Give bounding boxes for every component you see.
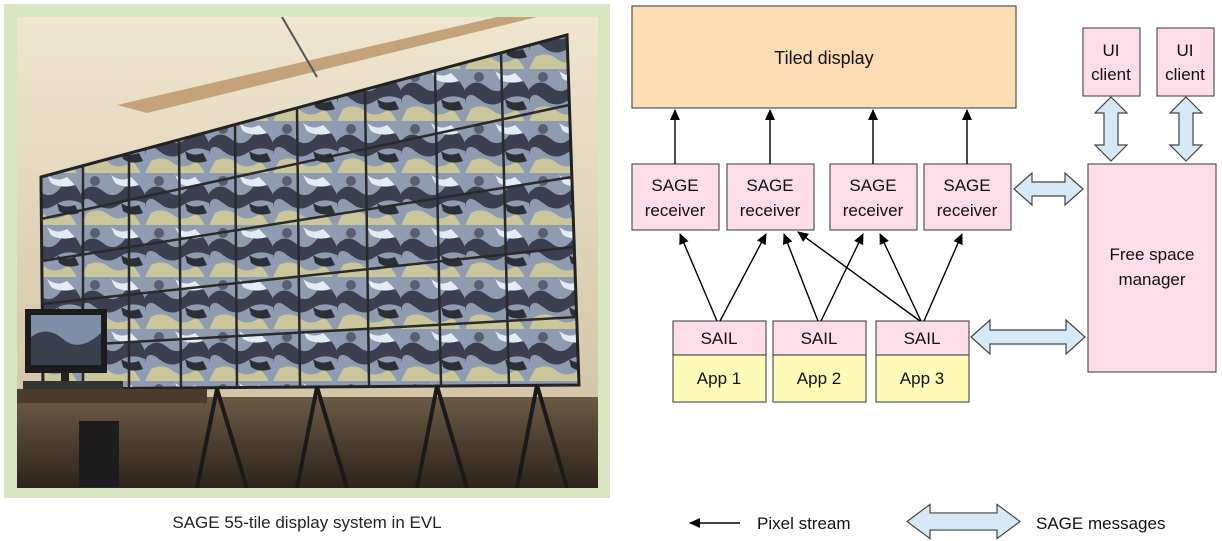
receiver-label-line1: SAGE xyxy=(849,176,896,195)
free-space-manager-label-line1: Free space xyxy=(1109,245,1194,264)
ui-client-label-line1: UI xyxy=(1177,41,1194,60)
pixel-stream-arrow xyxy=(782,233,819,322)
photo-frame xyxy=(4,4,610,498)
pixel-stream-arrow xyxy=(719,233,767,322)
receiver-label-line2: receiver xyxy=(645,201,706,220)
sage-message-arrow xyxy=(1013,171,1084,207)
photo-illustration xyxy=(17,17,598,488)
pixel-stream-arrow xyxy=(820,233,864,322)
sage-message-arrow xyxy=(1093,96,1129,162)
app-2-block: SAIL App 2 xyxy=(772,320,867,403)
ui-client-label-line1: UI xyxy=(1103,41,1120,60)
sail-label: SAIL xyxy=(701,329,738,348)
sage-receiver-box: SAGE receiver xyxy=(829,163,918,231)
receiver-label-line1: SAGE xyxy=(943,176,990,195)
free-space-manager-box: Free space manager xyxy=(1087,163,1217,373)
receiver-label-line2: receiver xyxy=(937,201,998,220)
legend: Pixel stream SAGE messages xyxy=(689,503,1165,540)
app-label: App 3 xyxy=(900,369,944,388)
free-space-manager-label-line2: manager xyxy=(1118,270,1185,289)
ui-client-box: UI client xyxy=(1082,27,1141,97)
ui-client-box: UI client xyxy=(1156,27,1215,97)
tiled-display-photo xyxy=(17,17,598,488)
photo-caption: SAGE 55-tile display system in EVL xyxy=(172,513,442,532)
legend-sage-messages-label: SAGE messages xyxy=(1036,514,1165,533)
pixel-stream-arrows-from-apps xyxy=(679,231,963,322)
receiver-label-line2: receiver xyxy=(843,201,904,220)
app-label: App 1 xyxy=(697,369,741,388)
pixel-stream-arrow xyxy=(797,231,921,322)
sage-message-arrow xyxy=(970,318,1086,356)
pixel-stream-arrow xyxy=(879,233,922,322)
pixel-stream-arrows-to-display xyxy=(670,109,972,164)
receiver-label-line1: SAGE xyxy=(651,176,698,195)
tiled-display-box: Tiled display xyxy=(631,5,1017,109)
receiver-label-line2: receiver xyxy=(740,201,801,220)
sage-message-arrows xyxy=(970,96,1204,356)
ui-client-label-line2: client xyxy=(1165,65,1205,84)
app-label: App 2 xyxy=(797,369,841,388)
legend-sage-messages-arrow xyxy=(906,503,1021,540)
sail-label: SAIL xyxy=(904,329,941,348)
sail-label: SAIL xyxy=(801,329,838,348)
receiver-label-line1: SAGE xyxy=(746,176,793,195)
sage-receiver-box: SAGE receiver xyxy=(726,163,815,231)
sage-receiver-box: SAGE receiver xyxy=(923,163,1012,231)
pixel-stream-arrow xyxy=(679,233,718,322)
tiled-display-label: Tiled display xyxy=(774,48,873,68)
legend-pixel-stream-label: Pixel stream xyxy=(757,514,851,533)
sage-message-arrow xyxy=(1168,96,1204,162)
ui-client-label-line2: client xyxy=(1091,65,1131,84)
sage-receiver-box: SAGE receiver xyxy=(631,163,720,231)
pixel-stream-arrow xyxy=(923,233,963,322)
app-1-block: SAIL App 1 xyxy=(672,320,767,403)
app-3-block: SAIL App 3 xyxy=(875,320,970,403)
